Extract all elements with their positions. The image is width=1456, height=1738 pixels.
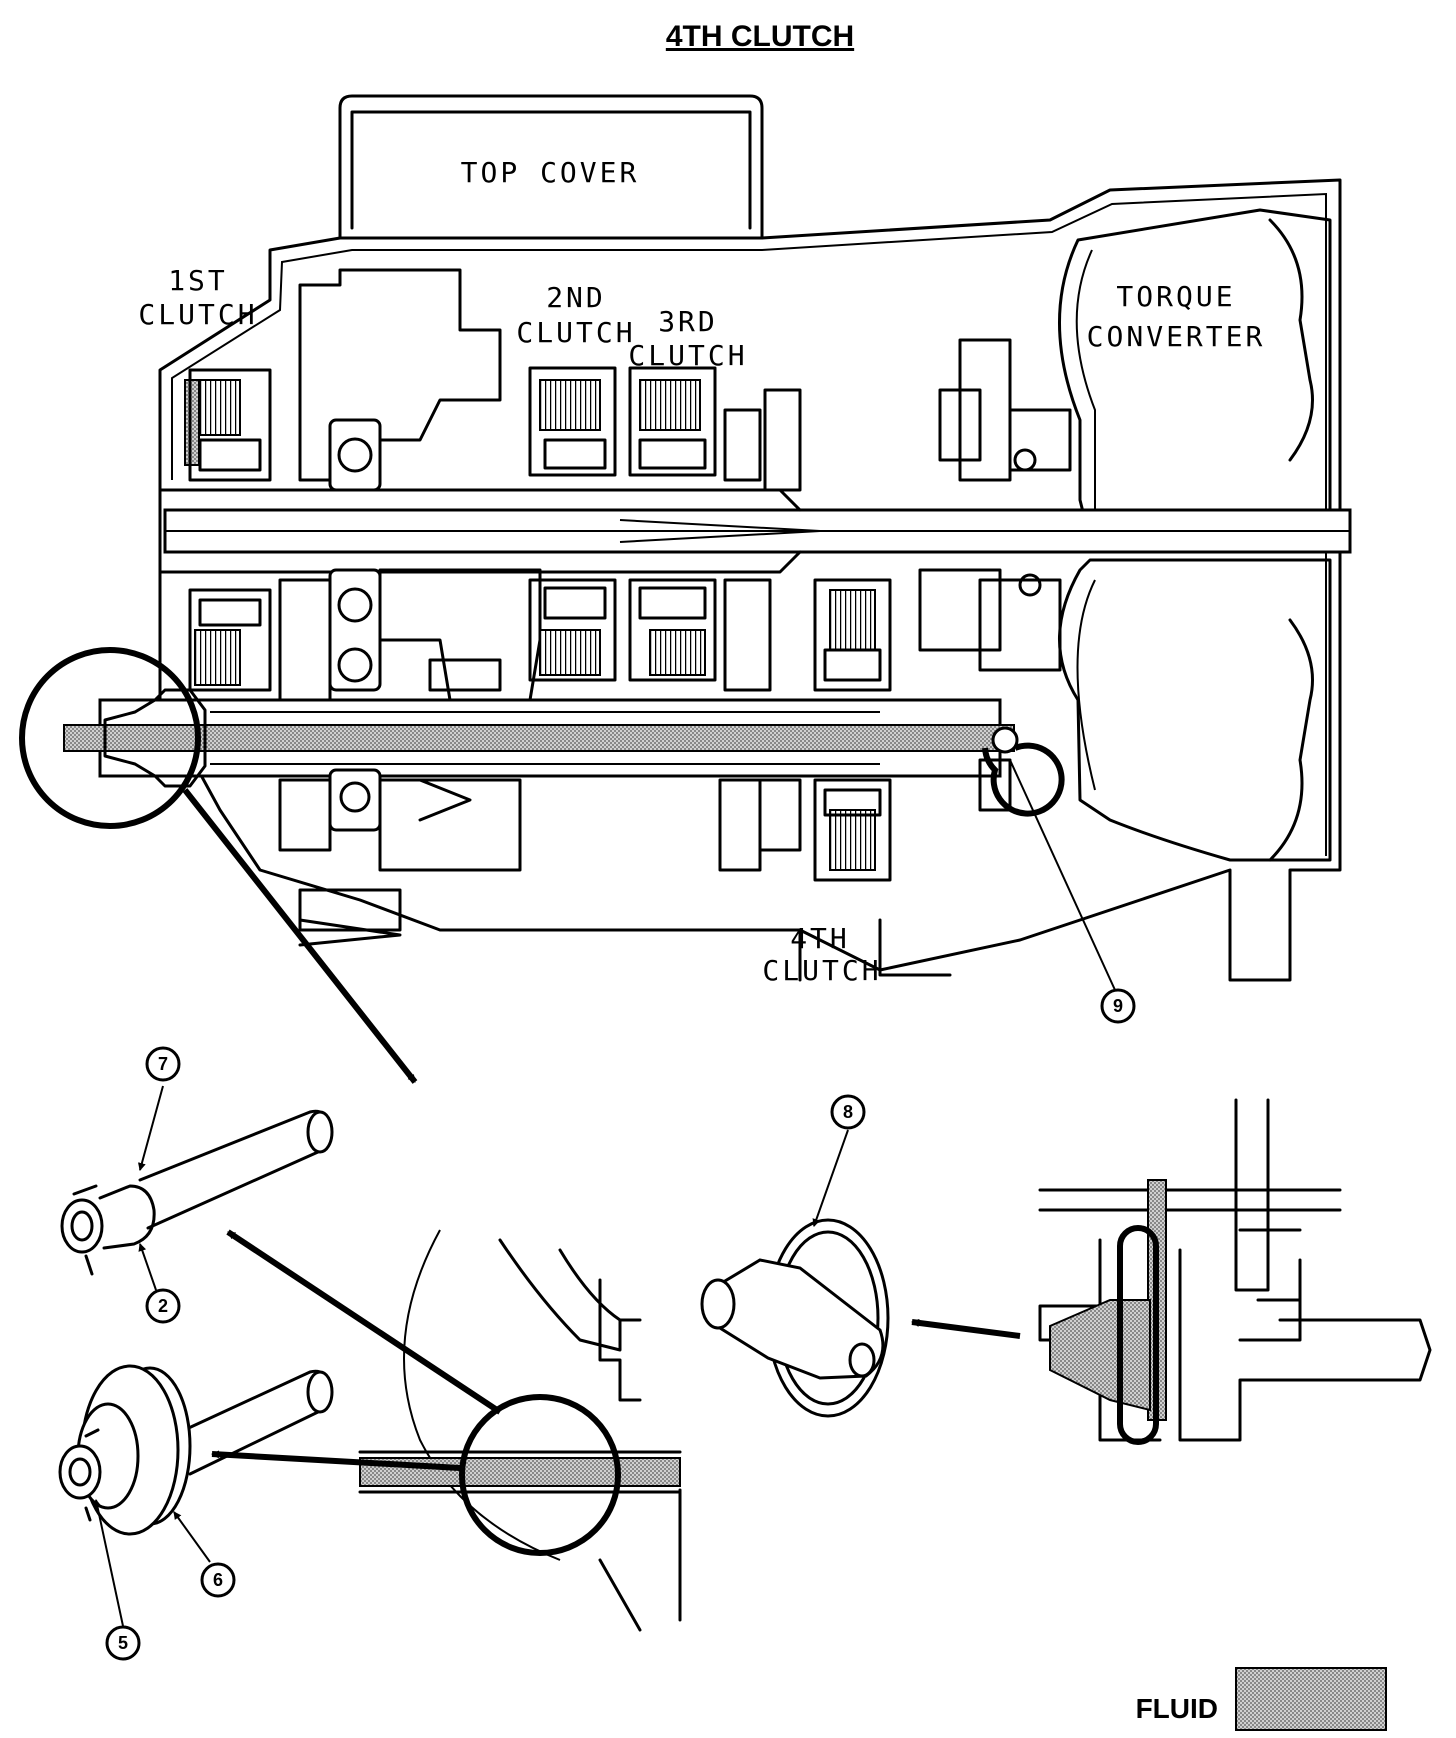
svg-text:8: 8 [843,1102,853,1122]
shaft-with-piston [58,1364,334,1536]
second-clutch-label-line1: 2ND [546,281,606,314]
second-clutch-label-line2: CLUTCH [516,316,635,349]
callout-5: 5 [105,1625,141,1661]
callout-7: 7 [145,1046,181,1082]
callout-9: 9 [1100,988,1136,1024]
arrow-to-part-6 [211,1450,461,1471]
svg-text:9: 9 [1113,996,1123,1016]
callout-2: 2 [145,1288,181,1324]
arrow-to-part-2 [226,1229,502,1415]
leader-5 [93,1499,124,1627]
detail-circle-right [982,742,1065,817]
arrow-to-part-8 [911,1318,1021,1339]
right-detail-section [1038,1098,1432,1445]
svg-text:5: 5 [118,1633,128,1653]
third-clutch-label-line2: CLUTCH [628,339,747,372]
svg-text:6: 6 [213,1570,223,1590]
detail-enlargement [358,1229,682,1632]
fourth-clutch-label-line2: CLUTCH [762,954,881,987]
first-clutch-label-line1: 1ST [168,264,228,297]
callout-6: 6 [200,1562,236,1598]
legend-fluid-swatch [1235,1667,1387,1731]
seal-housing-part [700,1218,890,1418]
callout-8: 8 [830,1094,866,1130]
top-cover-label: TOP COVER [461,156,640,189]
shaft-with-seal-ring [60,1109,334,1276]
svg-text:2: 2 [158,1296,168,1316]
passage-port [991,726,1019,754]
leader-9 [1009,759,1116,991]
svg-text:7: 7 [158,1054,168,1074]
torque-converter-label-line1: TORQUE [1116,280,1235,313]
shaft-end-fitting [103,688,207,788]
leader-2 [138,1243,157,1291]
leader-6 [173,1511,211,1563]
torque-converter-label-line2: CONVERTER [1087,320,1266,353]
legend: FLUID [1136,1667,1387,1731]
legend-label: FLUID [1136,1693,1218,1724]
diagram-title: 4TH CLUTCH [666,20,854,53]
detail-circle-enlarged [459,1394,621,1556]
leader-7 [137,1085,164,1171]
first-clutch-label-line2: CLUTCH [138,298,257,331]
third-clutch-label-line1: 3RD [658,305,718,338]
detail-arrow-main [182,788,418,1084]
leader-8 [812,1129,849,1227]
detail-circle-left [19,647,201,829]
transmission-cross-section [63,94,1352,982]
fourth-clutch-label-line1: 4TH [790,922,850,955]
